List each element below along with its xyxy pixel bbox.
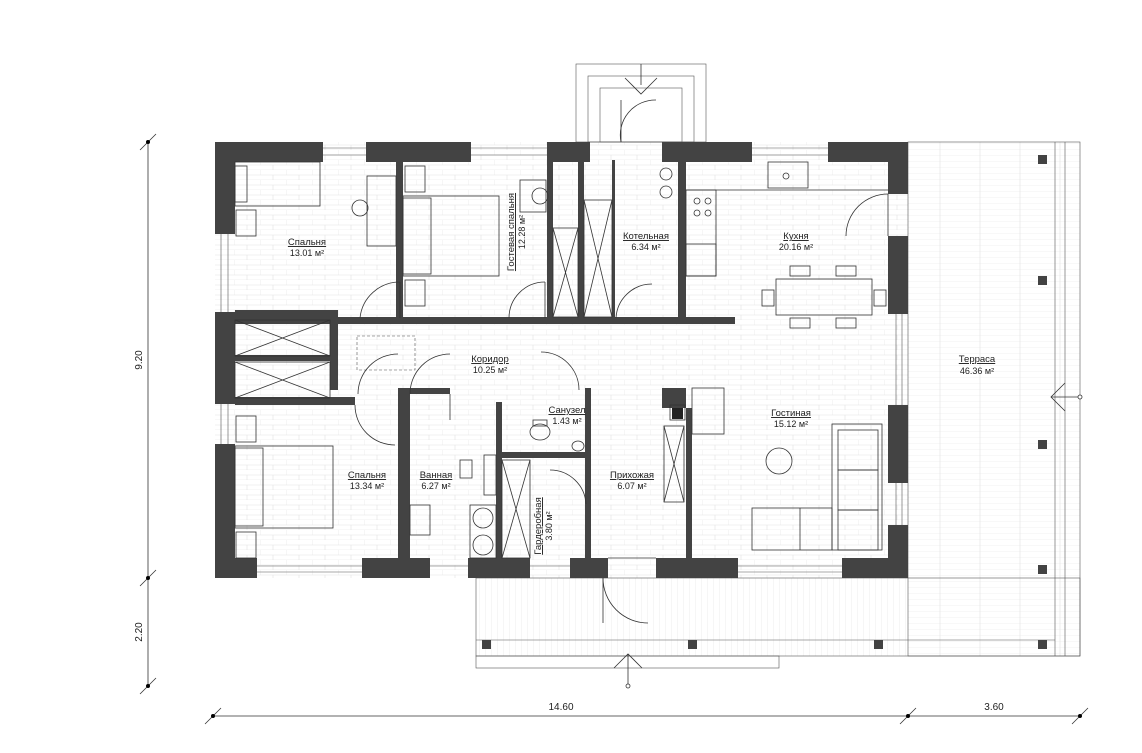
svg-text:Ванная: Ванная	[420, 470, 453, 481]
svg-text:6.34 м²: 6.34 м²	[631, 242, 660, 252]
svg-text:Котельная: Котельная	[623, 231, 669, 242]
svg-text:12.28 м²: 12.28 м²	[517, 215, 527, 249]
room-label-wc: Санузел 1.43 м²	[548, 405, 585, 426]
dim-height-porch: 2.20	[134, 622, 145, 642]
svg-text:Терраса: Терраса	[959, 354, 996, 365]
bed-1	[234, 161, 397, 247]
room-label-corridor: Коридор 10.25 м²	[471, 354, 509, 375]
bed-2	[234, 415, 334, 559]
room-label-wardrobe: Гардеробная 3.80 м²	[533, 497, 554, 554]
entry-arrow-icon	[624, 77, 658, 95]
terrace-posts	[482, 155, 1047, 649]
closets	[234, 199, 685, 559]
svg-text:1.43 м²: 1.43 м²	[552, 416, 581, 426]
svg-text:20.16 м²: 20.16 м²	[779, 242, 813, 252]
room-label-terrace: Терраса 46.36 м²	[959, 354, 996, 376]
room-label-bedroom-1: Спальня 13.01 м²	[288, 237, 326, 258]
room-label-kitchen: Кухня 20.16 м²	[779, 231, 813, 252]
doors	[354, 99, 889, 624]
room-label-guest-bedroom: Гостевая спальня 12.28 м²	[506, 193, 527, 271]
attic-hatch	[356, 335, 416, 371]
bath-furniture	[409, 394, 585, 559]
room-label-boiler-room: Котельная 6.34 м²	[623, 231, 669, 252]
svg-text:Гардеробная: Гардеробная	[533, 497, 544, 554]
dim-width-terrace: 3.60	[984, 702, 1004, 713]
exterior-walls	[215, 142, 908, 578]
svg-text:Спальня: Спальня	[288, 237, 326, 248]
section-markers	[613, 382, 1083, 689]
svg-text:Прихожая: Прихожая	[610, 470, 654, 481]
room-label-hallway: Прихожая 6.07 м²	[610, 470, 654, 491]
dim-height-main: 9.20	[134, 350, 145, 370]
dim-width-main: 14.60	[548, 702, 573, 713]
svg-text:Гостевая спальня: Гостевая спальня	[506, 193, 517, 271]
svg-text:Санузел: Санузел	[548, 405, 585, 416]
svg-text:13.01 м²: 13.01 м²	[290, 248, 324, 258]
svg-text:Спальня: Спальня	[348, 470, 386, 481]
svg-text:13.34 м²: 13.34 м²	[350, 481, 384, 491]
svg-text:Гостиная: Гостиная	[771, 408, 811, 419]
svg-text:3.80 м²: 3.80 м²	[544, 511, 554, 540]
svg-text:Коридор: Коридор	[471, 354, 509, 365]
terrace-floor	[908, 142, 1080, 656]
svg-text:Кухня: Кухня	[783, 231, 808, 242]
room-label-living-room: Гостиная 15.12 м²	[771, 408, 811, 429]
living-furniture	[669, 387, 883, 551]
svg-text:46.36 м²: 46.36 м²	[960, 366, 994, 376]
kitchen-furniture	[659, 161, 888, 329]
porch-step	[475, 655, 780, 669]
svg-text:6.07 м²: 6.07 м²	[617, 481, 646, 491]
fireplace-icon	[672, 408, 683, 419]
windows	[220, 147, 903, 573]
bed-guest	[402, 165, 549, 307]
svg-text:15.12 м²: 15.12 м²	[774, 419, 808, 429]
room-label-bedroom-2: Спальня 13.34 м²	[348, 470, 386, 491]
svg-text:6.27 м²: 6.27 м²	[421, 481, 450, 491]
room-label-bathroom: Ванная 6.27 м²	[420, 470, 453, 491]
svg-text:10.25 м²: 10.25 м²	[473, 365, 507, 375]
interior-walls	[235, 160, 735, 558]
